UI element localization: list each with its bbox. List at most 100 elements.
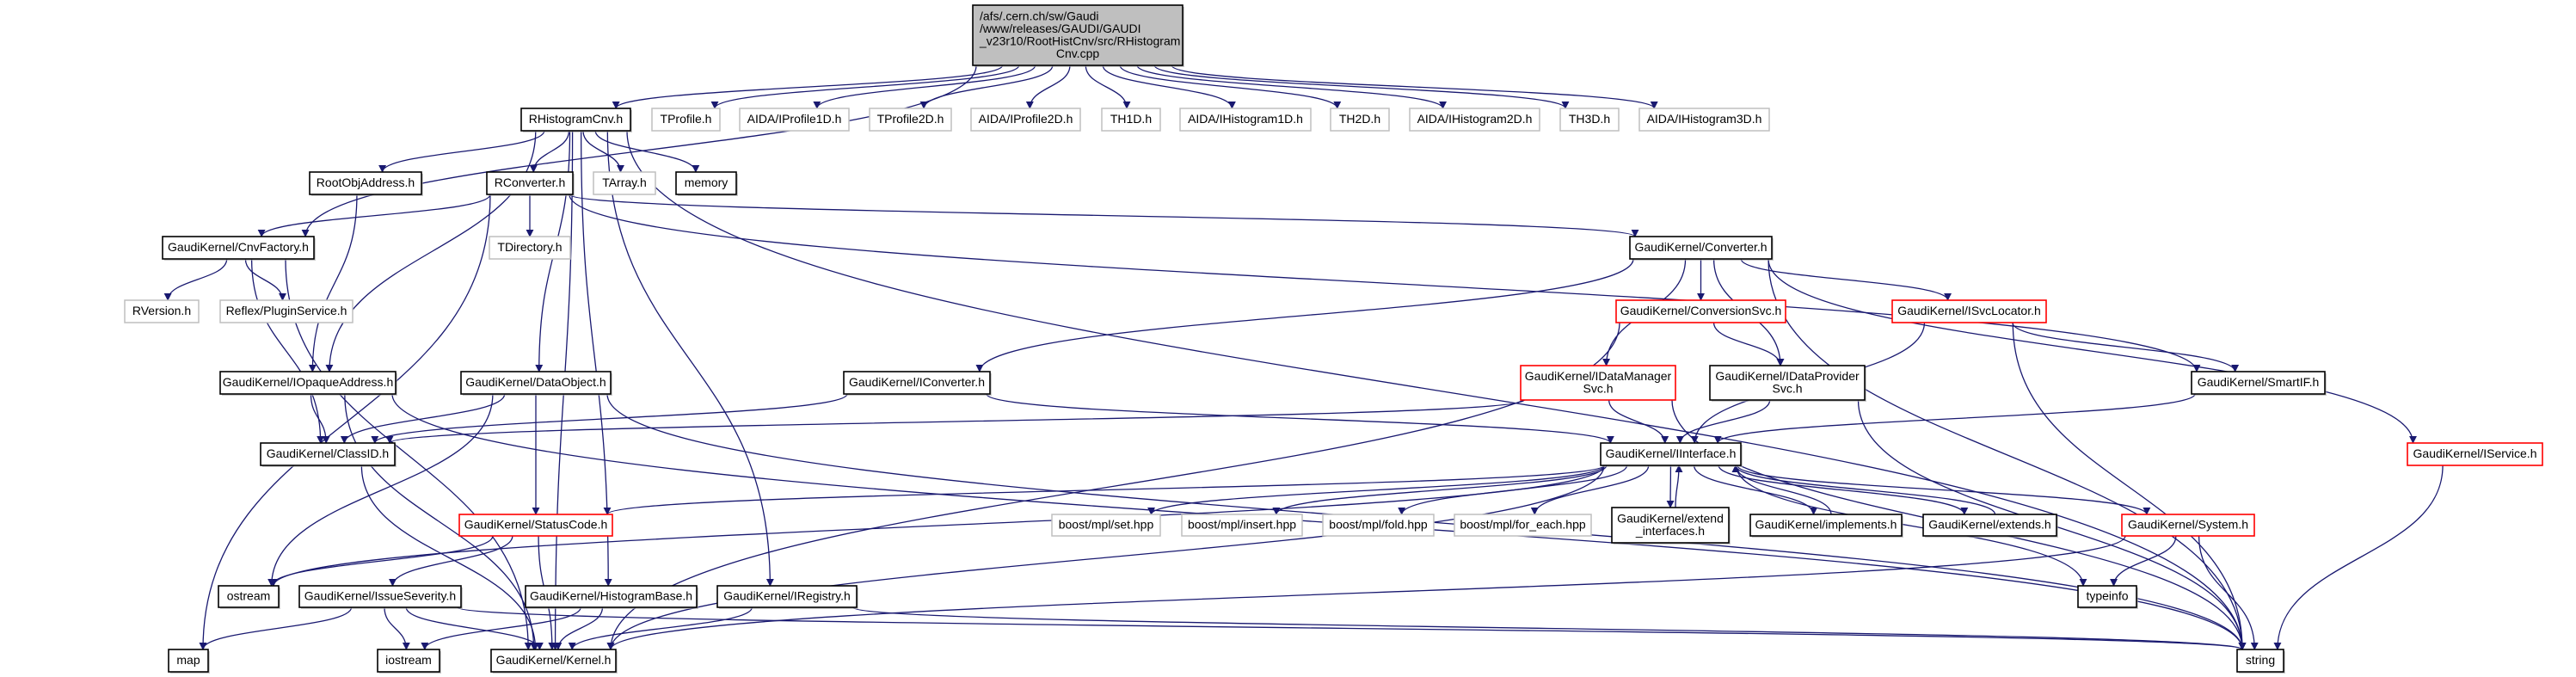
edge-StatusCode-to-IssueSeverity	[389, 535, 513, 587]
node-TDirectory: TDirectory.h	[489, 236, 571, 260]
edge-IssueSeverity-to-map	[199, 606, 353, 650]
edge-Converter-to-ISvcLocator	[1740, 258, 1952, 301]
edge-IRegistry-to-string	[852, 606, 2246, 650]
node-ConversionSvc[interactable]: GaudiKernel/ConversionSvc.h	[1615, 299, 1787, 324]
node-IOpaqueAddress[interactable]: GaudiKernel/IOpaqueAddress.h	[219, 371, 397, 396]
node-box	[1749, 514, 1903, 537]
node-IConverter[interactable]: GaudiKernel/IConverter.h	[843, 371, 992, 396]
node-ostream[interactable]: ostream	[218, 585, 280, 609]
node-box	[2077, 585, 2137, 608]
node-System[interactable]: GaudiKernel/System.h	[2121, 514, 2256, 538]
node-TProfile: TProfile.h	[651, 108, 721, 132]
node-label: RVersion.h	[132, 304, 191, 317]
node-ISvcLocator[interactable]: GaudiKernel/ISvcLocator.h	[1891, 299, 2048, 324]
edge-IOpaqueAddress-to-Kernel	[344, 393, 538, 650]
node-typeinfo[interactable]: typeinfo	[2077, 585, 2138, 609]
node-RootObjAddress[interactable]: RootObjAddress.h	[309, 171, 423, 196]
node-box	[377, 649, 440, 673]
node-box	[309, 171, 422, 195]
edge-IInterface-to-insert	[1272, 465, 1608, 515]
node-box	[460, 371, 612, 395]
node-box	[1454, 514, 1592, 537]
edge-ClassID-to-Kernel	[360, 465, 539, 650]
edge-RConverter-to-CnvFactory	[257, 194, 491, 237]
node-box	[1101, 108, 1161, 132]
node-box	[1409, 108, 1540, 132]
node-set: boost/mpl/set.hpp	[1051, 514, 1161, 537]
edge-RHistogramCnv-to-TArray	[582, 130, 624, 173]
node-Kernel[interactable]: GaudiKernel/Kernel.h	[490, 649, 618, 674]
edge-IInterface-to-Kernel	[606, 465, 1605, 650]
edge-Converter-to-IConverter	[975, 258, 1634, 372]
node-StatusCode[interactable]: GaudiKernel/StatusCode.h	[458, 514, 614, 538]
node-label: RConverter.h	[495, 175, 565, 189]
edge-RConverter-to-map	[199, 194, 491, 650]
edge-IInterface-to-implements	[1693, 465, 1818, 515]
edge-cpp-to-RHistogramCnv	[612, 65, 1004, 109]
node-IProfile2D: AIDA/IProfile2D.h	[970, 108, 1081, 132]
node-cpp[interactable]: /afs/.cern.ch/sw/Gaudi/www/releases/GAUD…	[972, 4, 1184, 67]
node-IssueSeverity[interactable]: GaudiKernel/IssueSeverity.h	[298, 585, 463, 609]
node-box	[489, 236, 571, 260]
edge-RHistogramCnv-to-string	[626, 130, 2247, 650]
node-label: TH2D.h	[1339, 112, 1380, 126]
node-RConverter[interactable]: RConverter.h	[486, 171, 575, 196]
edge-CnvFactory-to-PluginService	[244, 258, 287, 301]
node-CnvFactory[interactable]: GaudiKernel/CnvFactory.h	[162, 236, 316, 261]
node-extends[interactable]: GaudiKernel/extends.h	[1922, 514, 2058, 538]
node-iostream[interactable]: iostream	[377, 649, 441, 674]
node-box	[1615, 299, 1786, 323]
edge-IConverter-to-ClassID	[371, 393, 848, 444]
node-RHistogramCnv[interactable]: RHistogramCnv.h	[520, 108, 632, 132]
node-HistogramBase[interactable]: GaudiKernel/HistogramBase.h	[525, 585, 698, 609]
edge-Converter-to-string	[1768, 258, 2247, 650]
node-IInterface[interactable]: GaudiKernel/IInterface.h	[1600, 442, 1743, 467]
node-box	[593, 171, 656, 195]
edge-IConverter-to-IInterface	[986, 393, 1614, 444]
edge-cpp-to-IHistogram2D	[1136, 65, 1447, 109]
node-box	[1611, 507, 1730, 544]
node-TH3D: TH3D.h	[1559, 108, 1620, 132]
edge-RConverter-to-Converter	[569, 194, 1639, 237]
node-Converter[interactable]: GaudiKernel/Converter.h	[1629, 236, 1774, 261]
node-label: map	[176, 653, 200, 667]
node-ClassID[interactable]: GaudiKernel/ClassID.h	[260, 442, 397, 467]
node-label: memory	[685, 175, 729, 189]
node-TH1D: TH1D.h	[1101, 108, 1161, 132]
edge-cpp-to-IHistogram1D	[1102, 65, 1236, 109]
node-box	[1922, 514, 2057, 537]
node-box	[219, 371, 397, 395]
node-box	[1559, 108, 1620, 132]
node-label: boost/mpl/set.hpp	[1059, 518, 1154, 532]
node-SmartIF[interactable]: GaudiKernel/SmartIF.h	[2191, 371, 2327, 396]
node-label: GaudiKernel/IOpaqueAddress.h	[223, 375, 393, 389]
edge-IInterface-to-System	[1737, 465, 2151, 515]
node-TProfile2D: TProfile2D.h	[869, 108, 952, 132]
node-box	[716, 585, 858, 608]
node-for_each: boost/mpl/for_each.hpp	[1454, 514, 1592, 537]
edge-IOpaqueAddress-to-ClassID	[310, 393, 330, 444]
node-memory[interactable]: memory	[675, 171, 738, 196]
node-label: GaudiKernel/SmartIF.h	[2198, 375, 2320, 389]
node-string[interactable]: string	[2236, 649, 2285, 674]
node-DataObject[interactable]: GaudiKernel/DataObject.h	[460, 371, 612, 396]
node-implements[interactable]: GaudiKernel/implements.h	[1749, 514, 1903, 538]
node-box	[219, 299, 354, 323]
node-label: GaudiKernel/implements.h	[1755, 518, 1897, 532]
edge-extend_interfaces-to-IInterface	[1675, 465, 1683, 508]
node-IRegistry[interactable]: GaudiKernel/IRegistry.h	[716, 585, 858, 609]
nodes: /afs/.cern.ch/sw/Gaudi/www/releases/GAUD…	[124, 4, 2544, 674]
node-label: /afs/.cern.ch/sw/Gaudi	[980, 9, 1099, 22]
node-map[interactable]: map	[168, 649, 210, 674]
node-extend_interfaces[interactable]: GaudiKernel/extend_interfaces.h	[1611, 507, 1731, 545]
edge-RootObjAddress-to-IOpaqueAddress	[308, 194, 358, 372]
node-box	[675, 171, 737, 195]
edge-CnvFactory-to-RVersion	[163, 258, 228, 301]
edge-RConverter-to-SmartIF	[569, 194, 2201, 372]
edge-RHistogramCnv-to-memory	[594, 130, 700, 173]
node-IService[interactable]: GaudiKernel/IService.h	[2407, 442, 2544, 467]
node-label: GaudiKernel/IInterface.h	[1606, 446, 1737, 460]
edge-ISvcLocator-to-string	[2012, 322, 2247, 650]
